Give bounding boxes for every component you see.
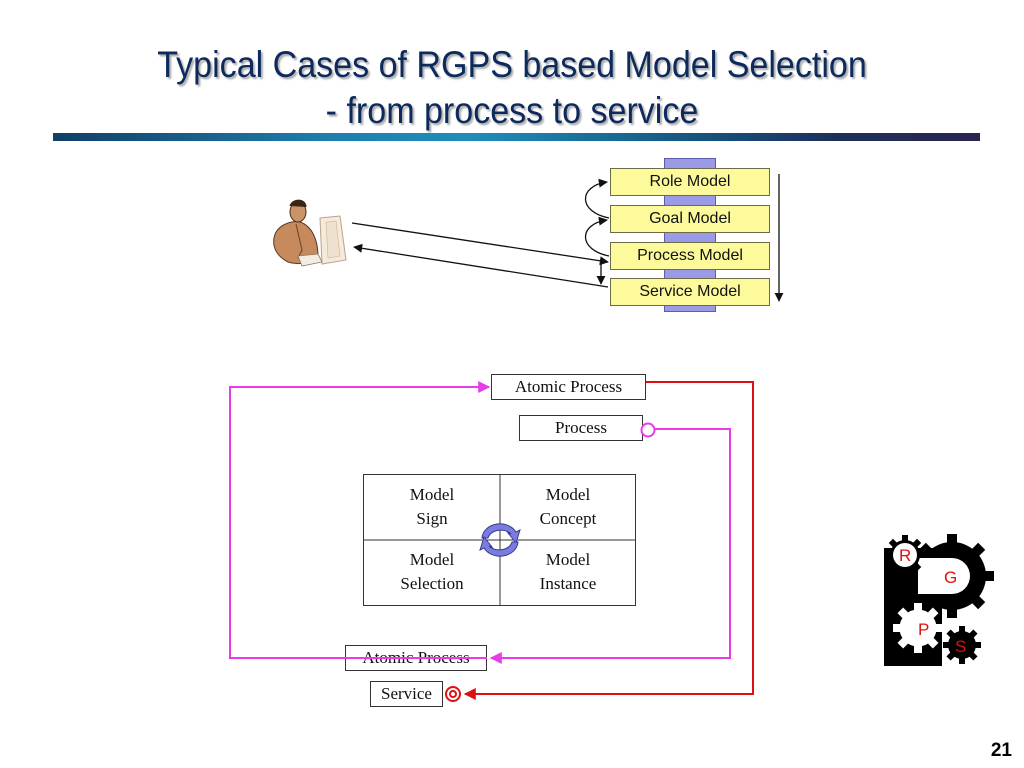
quadrant-model-instance: Model Instance bbox=[500, 548, 636, 613]
logo-letter-s: S bbox=[955, 637, 966, 656]
logo-letter-p: P bbox=[918, 620, 929, 639]
title-line-2: - from process to service bbox=[325, 90, 699, 131]
logo-letter-g: G bbox=[944, 568, 957, 587]
service-to-user-arrow bbox=[353, 243, 609, 288]
quadrant-model-sign: Model Sign bbox=[364, 483, 500, 548]
cell-line: Concept bbox=[539, 509, 597, 528]
service-box: Service bbox=[370, 681, 443, 707]
process-port-icon bbox=[640, 422, 656, 438]
user-to-process-arrow bbox=[351, 222, 609, 266]
process-to-atomic-connector bbox=[489, 428, 731, 664]
atomic-to-service-connector bbox=[463, 381, 754, 700]
process-box: Process bbox=[519, 415, 643, 441]
service-target-icon bbox=[445, 686, 461, 702]
goal-to-role-arrow bbox=[584, 178, 610, 219]
cell-line: Selection bbox=[400, 574, 464, 593]
atomic-to-atomic-connector bbox=[229, 381, 491, 659]
gear-g-icon bbox=[910, 534, 994, 618]
quadrant-model-concept: Model Concept bbox=[500, 483, 636, 548]
title-line-1: Typical Cases of RGPS based Model Select… bbox=[157, 44, 867, 85]
cell-line: Model bbox=[409, 485, 455, 504]
user-at-computer-icon bbox=[273, 199, 347, 267]
cell-line: Sign bbox=[416, 509, 448, 528]
page-number: 21 bbox=[990, 740, 1012, 761]
rgps-logo: R G P S bbox=[884, 534, 994, 666]
process-to-goal-arrow bbox=[584, 216, 610, 257]
cell-line: Model bbox=[545, 485, 591, 504]
top-atomic-process-box: Atomic Process bbox=[491, 374, 646, 400]
title-divider bbox=[53, 133, 980, 141]
gear-p-icon bbox=[893, 603, 943, 653]
role-model-box: Role Model bbox=[610, 168, 770, 196]
cell-line: Instance bbox=[539, 574, 597, 593]
cell-line: Model bbox=[409, 550, 455, 569]
goal-model-box: Goal Model bbox=[610, 205, 770, 233]
process-model-box: Process Model bbox=[610, 242, 770, 270]
logo-letter-r: R bbox=[899, 546, 911, 565]
slide-title: Typical Cases of RGPS based Model Select… bbox=[41, 42, 983, 134]
cell-line: Model bbox=[545, 550, 591, 569]
cycle-arrows-icon bbox=[479, 523, 521, 557]
service-model-box: Service Model bbox=[610, 278, 770, 306]
quadrant-model-selection: Model Selection bbox=[364, 548, 500, 613]
